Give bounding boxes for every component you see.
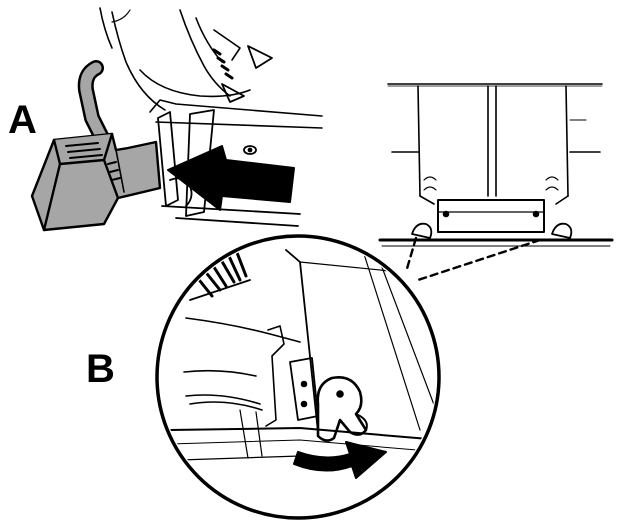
- callout-label-b: B: [86, 347, 115, 391]
- callout-label-a: A: [8, 98, 37, 142]
- rotate-arrow: [293, 441, 387, 479]
- power-plug: [30, 132, 162, 232]
- panel-b-overview: [378, 83, 614, 247]
- panel-a-illustration: [30, 7, 323, 232]
- detail-magnifier: [155, 234, 441, 520]
- appliance-housing: [99, 7, 323, 129]
- socket-bracket: [157, 109, 301, 227]
- zoom-leader-lines: [404, 236, 542, 282]
- insert-arrow: [167, 145, 295, 211]
